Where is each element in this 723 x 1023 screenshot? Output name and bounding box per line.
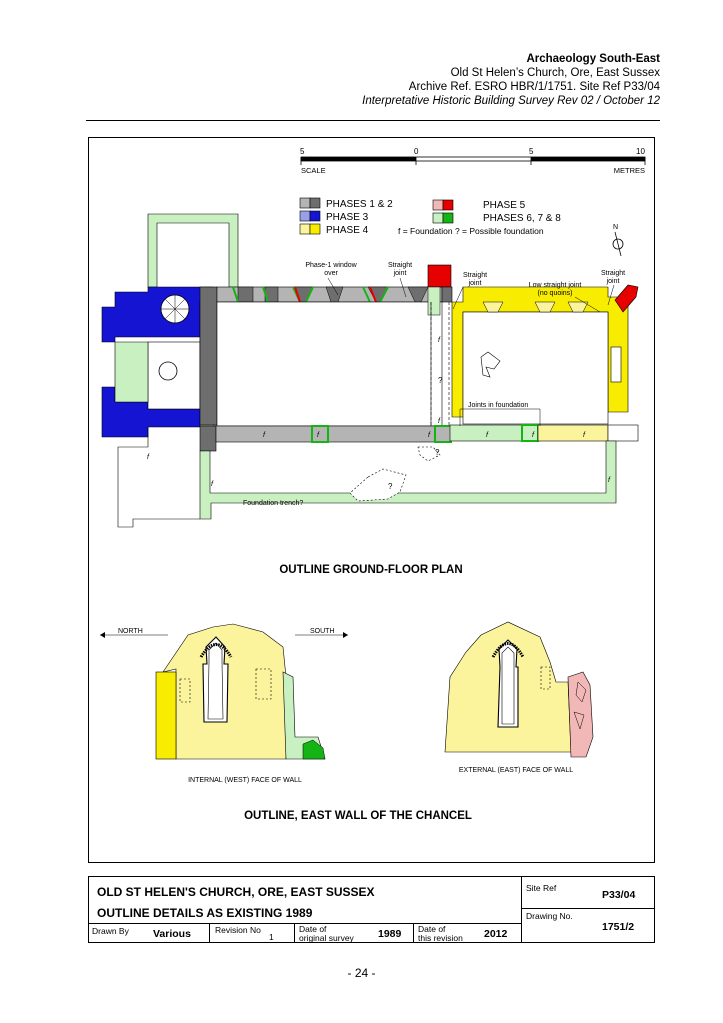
f-label: f: [438, 337, 441, 344]
drawing-canvas: 5 0 5 10 SCALE METRES PHASES 1 & 2 PHASE…: [100, 147, 645, 822]
f-label: f: [428, 432, 431, 439]
date-survey-value: 1989: [378, 928, 402, 940]
f-label: f: [263, 432, 266, 439]
page-number: - 24 -: [347, 966, 376, 980]
f-label: f: [486, 432, 489, 439]
drawn-by-label: Drawn By: [92, 926, 129, 936]
archive-ref: Archive Ref. ESRO HBR/1/1751. Site Ref P…: [408, 81, 660, 93]
report-title: Interpretative Historic Building Survey …: [362, 95, 660, 107]
plan-title: OUTLINE GROUND-FLOOR PLAN: [279, 564, 462, 576]
foundation-trench-label: Foundation trench?: [243, 500, 303, 507]
legend-foundation-note: f = Foundation ? = Possible foundation: [398, 226, 544, 236]
scale-tick-label: 5: [529, 147, 534, 156]
drawn-by-value: Various: [153, 928, 191, 940]
legend-phase678: PHASES 6, 7 & 8: [483, 213, 561, 224]
drawing-no-value: 1751/2: [602, 921, 635, 933]
site-ref-label: Site Ref: [526, 883, 557, 893]
legend-phase12: PHASES 1 & 2: [326, 199, 393, 210]
scale-label: SCALE: [301, 166, 326, 175]
legend-phase5: PHASE 5: [483, 200, 526, 211]
metres-label: METRES: [614, 166, 645, 175]
ground-floor-plan: f f f f f f f f ? ? ? f f f Phase-1 wind…: [101, 213, 639, 576]
scale-bar: 5 0 5 10 SCALE METRES: [300, 147, 645, 175]
low-straight-joint-label: Low straight joint(no quoins): [529, 282, 582, 297]
legend-phase3: PHASE 3: [326, 212, 369, 223]
question-label: ?: [388, 482, 393, 491]
drawing-no-label: Drawing No.: [526, 911, 573, 921]
title-block: OLD ST HELEN'S CHURCH, ORE, EAST SUSSEX …: [88, 876, 655, 943]
joints-in-foundation-label: Joints in foundation: [468, 402, 528, 409]
revision-label: Revision No: [215, 925, 261, 935]
south-direction-label: SOUTH: [310, 628, 335, 635]
drawing-subtitle: OUTLINE DETAILS AS EXISTING 1989: [97, 906, 313, 920]
legend-phase4: PHASE 4: [326, 225, 369, 236]
north-arrow-icon: N: [612, 224, 624, 257]
revision-value: 1: [269, 932, 274, 942]
f-label: f: [532, 432, 535, 439]
question-label: ?: [438, 376, 443, 385]
elevation-external: EXTERNAL (EAST) FACE OF WALL: [444, 621, 594, 774]
scale-tick-label: 0: [414, 147, 419, 156]
elevation-internal: NORTH SOUTH INTERNAL (WEST) FACE OF WALL: [100, 623, 348, 784]
internal-face-caption: INTERNAL (WEST) FACE OF WALL: [188, 777, 302, 784]
date-revision-value: 2012: [484, 928, 508, 940]
elevation-title: OUTLINE, EAST WALL OF THE CHANCEL: [244, 810, 472, 822]
site-ref-value: P33/04: [602, 889, 636, 901]
header-rule: [86, 120, 660, 121]
site-name: Old St Helen’s Church, Ore, East Sussex: [450, 67, 660, 79]
legend: PHASES 1 & 2 PHASE 3 PHASE 4 PHASE 5 PHA…: [299, 197, 561, 236]
f-label: f: [317, 432, 320, 439]
org-name: Archaeology South-East: [526, 53, 660, 65]
drawing-frame: [88, 137, 655, 863]
f-label: f: [211, 481, 214, 488]
drawing-title: OLD ST HELEN'S CHURCH, ORE, EAST SUSSEX: [97, 885, 375, 899]
external-face-caption: EXTERNAL (EAST) FACE OF WALL: [459, 767, 573, 774]
f-label: f: [147, 454, 150, 461]
scale-tick-label: 5: [300, 147, 305, 156]
f-label: f: [438, 418, 441, 425]
scale-tick-label: 10: [636, 147, 645, 156]
question-label: ?: [435, 448, 440, 457]
north-direction-label: NORTH: [118, 628, 143, 635]
f-label: f: [583, 432, 586, 439]
f-label: f: [608, 477, 611, 484]
document-header: Archaeology South-East Old St Helen’s Ch…: [362, 52, 660, 108]
north-label: N: [613, 224, 618, 231]
